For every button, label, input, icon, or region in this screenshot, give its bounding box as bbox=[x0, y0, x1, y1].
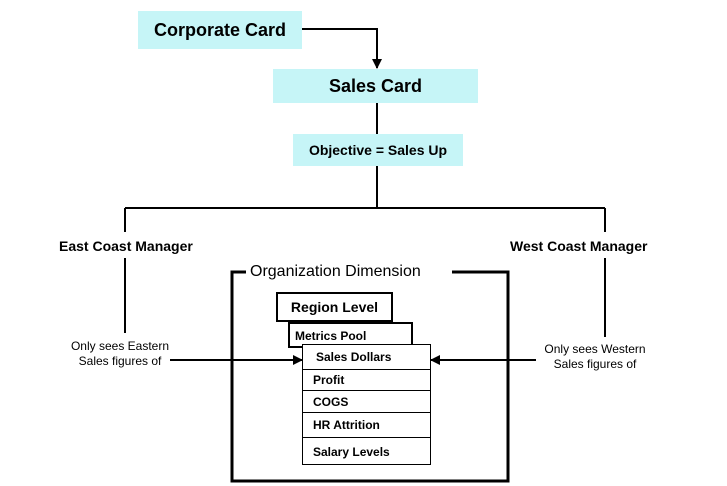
sales-card-label: Sales Card bbox=[328, 75, 423, 96]
objective-box: Objective = Sales Up bbox=[293, 134, 463, 166]
east-note: Only sees Eastern Sales figures of bbox=[55, 339, 185, 369]
metric-hr-attrition: HR Attrition bbox=[303, 413, 430, 438]
metric-salary-levels: Salary Levels bbox=[313, 444, 390, 459]
metrics-list: Sales Dollars Profit COGS HR Attrition S… bbox=[302, 344, 431, 465]
sales-card-box: Sales Card bbox=[273, 69, 478, 103]
metric-sales-dollars: Sales Dollars bbox=[303, 345, 430, 370]
organization-dimension-frame bbox=[230, 270, 510, 483]
east-coast-manager-label: East Coast Manager bbox=[59, 238, 193, 254]
organization-dimension-title: Organization Dimension bbox=[250, 263, 421, 280]
west-note: Only sees Western Sales figures of bbox=[530, 342, 660, 372]
metric-cogs: COGS bbox=[303, 391, 430, 413]
west-coast-manager-label: West Coast Manager bbox=[510, 238, 648, 254]
corporate-card-box: Corporate Card bbox=[138, 11, 302, 49]
region-level-box: Region Level bbox=[276, 292, 393, 322]
metrics-pool-label: Metrics Pool bbox=[295, 329, 367, 343]
west-note-line-2: Sales figures of bbox=[553, 357, 637, 371]
region-level-label: Region Level bbox=[290, 299, 379, 315]
west-note-line-1: Only sees Western bbox=[544, 342, 646, 356]
objective-label: Objective = Sales Up bbox=[308, 142, 448, 158]
metric-profit: Profit bbox=[303, 370, 430, 391]
east-note-line-1: Only sees Eastern bbox=[70, 339, 170, 353]
corporate-to-sales-connector bbox=[302, 28, 382, 69]
east-note-line-2: Sales figures of bbox=[78, 354, 162, 368]
corporate-card-label: Corporate Card bbox=[153, 19, 287, 40]
